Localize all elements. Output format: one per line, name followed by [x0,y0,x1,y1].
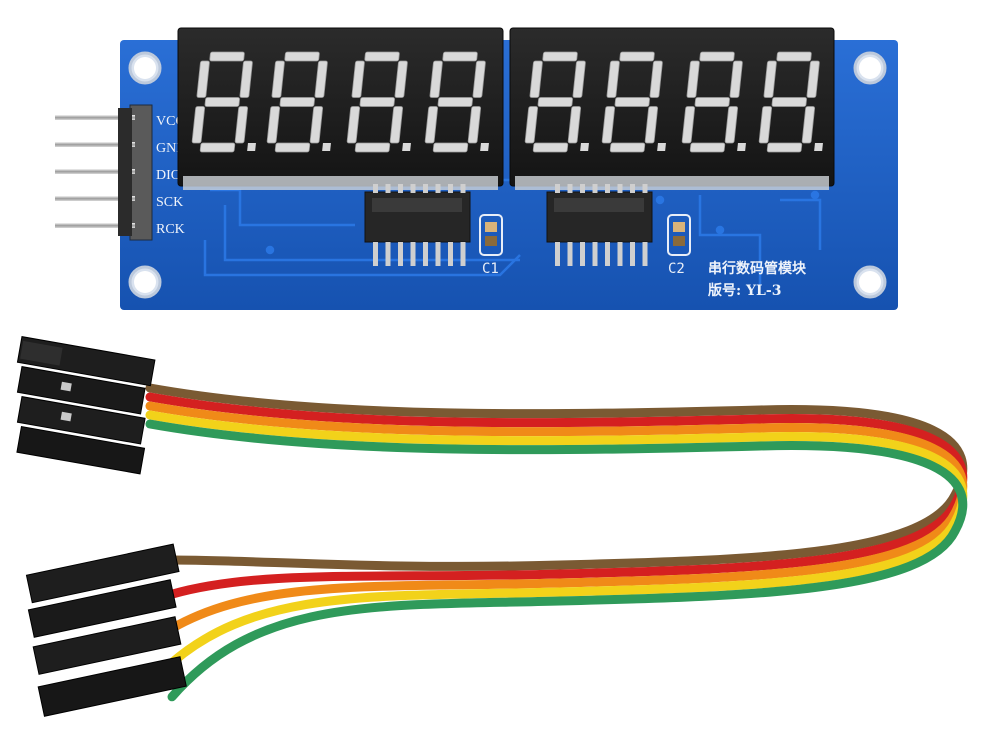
capacitor-c1 [479,214,503,256]
digit-5 [524,51,589,153]
digit-2 [266,51,331,153]
mounting-holes [128,51,887,299]
cap-label-c2: C2 [668,261,685,277]
pin-label-rck: RCK [156,222,185,237]
capacitor-c2 [667,214,691,256]
board-title-line1: 串行数码管模块 [708,260,807,277]
pin-label-sck: SCK [156,195,183,210]
dupont-connectors-bottom [25,543,187,717]
ic-legs [373,184,648,266]
pin-label-dio: DIO [156,168,181,183]
seven-segment-digits [191,51,823,153]
shift-register-ic-1 [364,191,471,243]
digit-4 [424,51,489,153]
dupont-connectors-top [16,336,156,475]
board-title-line2: 版号: YL-3 [708,282,781,299]
digit-3 [346,51,411,153]
digit-1 [191,51,256,153]
cap-label-c1: C1 [482,261,499,277]
wire-5 [145,419,968,702]
digit-8 [758,51,823,153]
display-left [177,27,504,190]
jumper-wire-bundle [145,383,968,702]
header-pins [55,108,135,236]
shift-register-ic-2 [546,191,653,243]
digit-7 [681,51,746,153]
digit-6 [601,51,666,153]
